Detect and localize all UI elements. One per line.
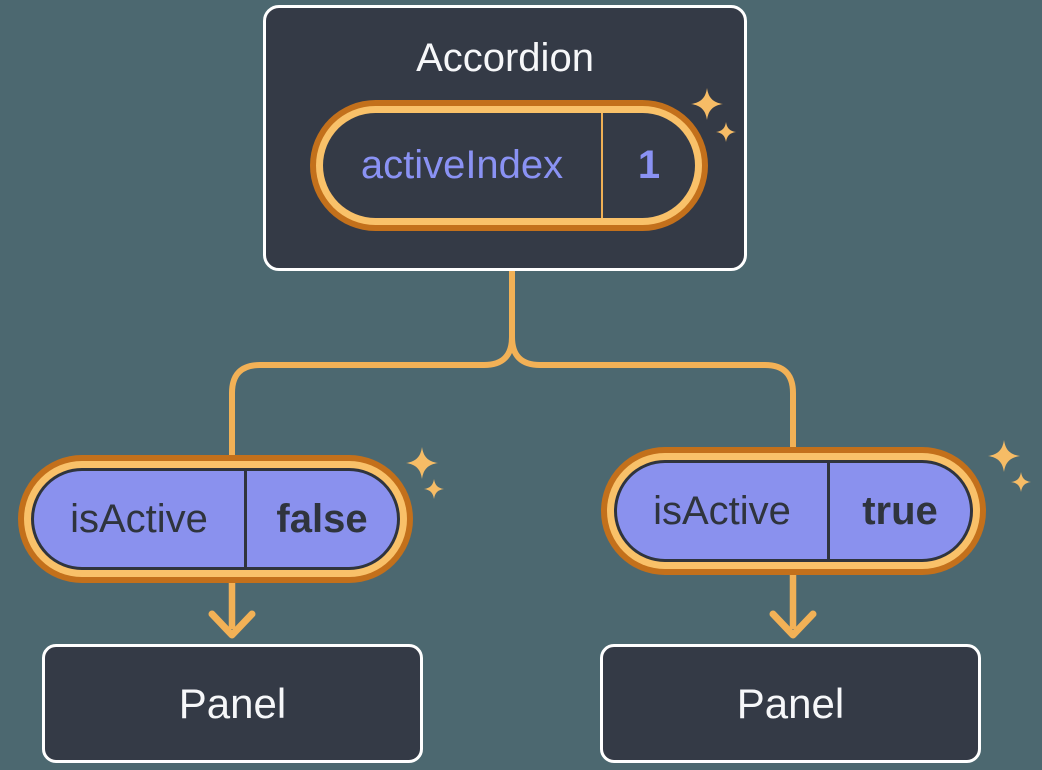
fork-connector-left — [229, 271, 515, 455]
sparkle-icon — [1011, 472, 1031, 492]
state-pill: activeIndex 1 — [310, 100, 708, 231]
prop-value: false — [276, 496, 368, 541]
accordion-node-title: Accordion — [416, 36, 594, 80]
panel-node-right: Panel — [600, 644, 981, 763]
state-pill-core: activeIndex 1 — [323, 113, 695, 218]
prop-pill-right-core: isActive true — [614, 460, 973, 562]
accordion-node: Accordion activeIndex 1 — [263, 5, 747, 271]
fork-connector-right — [509, 336, 796, 447]
prop-value: true — [862, 488, 938, 533]
state-pill-ring: activeIndex 1 — [316, 106, 702, 225]
prop-pill-left: isActive false — [18, 455, 413, 583]
state-value: 1 — [637, 143, 661, 187]
prop-name: isActive — [70, 496, 208, 541]
right-arrow-icon — [769, 610, 817, 639]
prop-pill-left-ring: isActive false — [24, 461, 407, 577]
panel-node-label: Panel — [736, 679, 845, 727]
sparkle-icon — [988, 440, 1020, 472]
left-arrow-icon — [208, 610, 256, 639]
prop-pill-divider — [827, 463, 830, 559]
prop-pill-divider — [244, 471, 247, 567]
prop-pill-right: isActive true — [601, 447, 986, 575]
prop-name: isActive — [653, 488, 791, 533]
panel-node-left: Panel — [42, 644, 423, 763]
state-pill-divider — [601, 113, 603, 218]
prop-pill-right-ring: isActive true — [607, 453, 980, 569]
state-name: activeIndex — [360, 143, 564, 187]
prop-pill-left-core: isActive false — [31, 468, 400, 570]
panel-node-label: Panel — [178, 679, 287, 727]
sparkle-icon — [424, 479, 444, 499]
sparkle-icon — [406, 447, 438, 479]
